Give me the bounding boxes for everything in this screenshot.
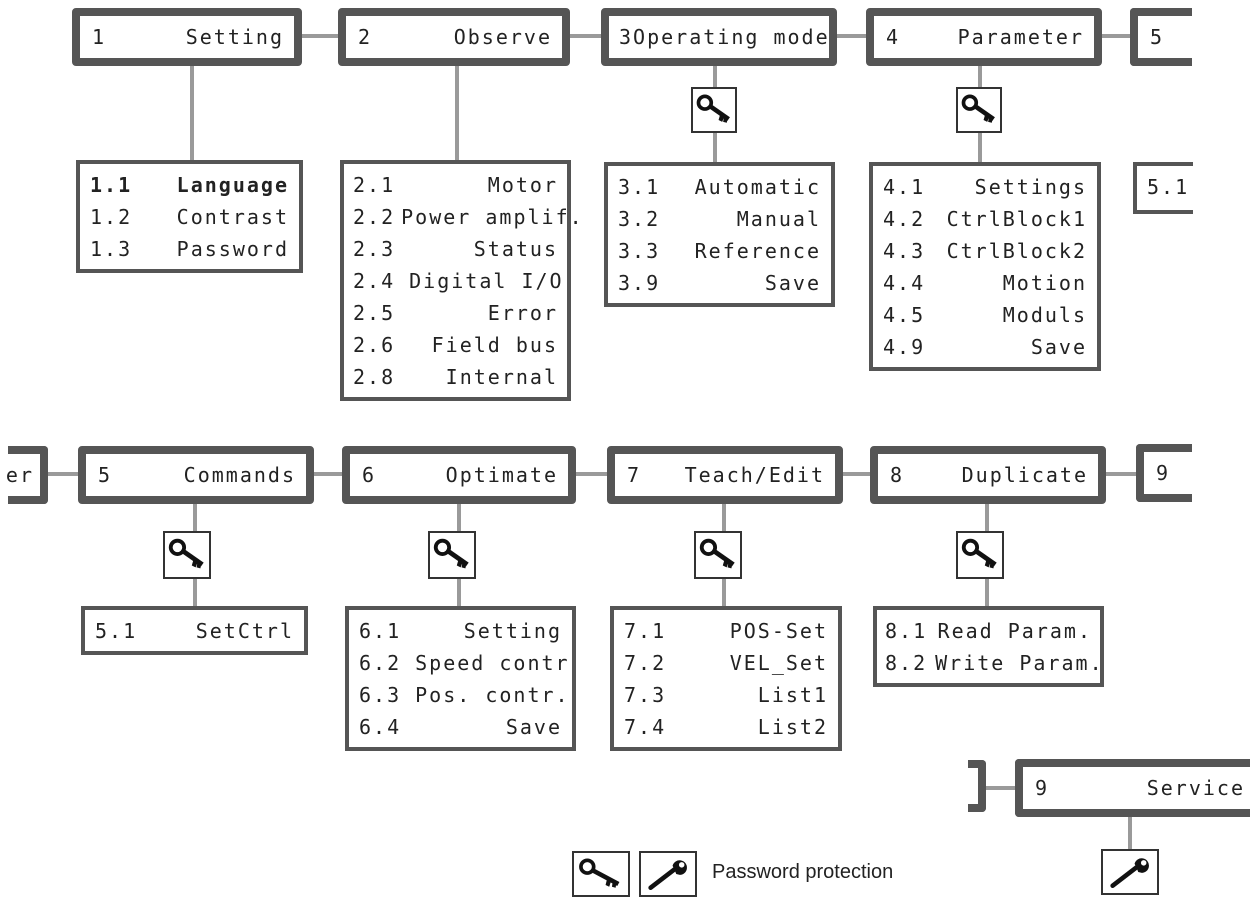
menu-9-title: Service: [1146, 776, 1245, 800]
menu-9-number: 9: [1035, 776, 1050, 800]
menu-8-title: Duplicate: [961, 463, 1088, 487]
key-icon: [163, 531, 211, 579]
menu-3-number: 3: [619, 25, 634, 49]
menu-5-header-partial[interactable]: 5: [1130, 8, 1192, 66]
menu-6-title: Optimate: [445, 463, 558, 487]
menu-5-header[interactable]: 5 Commands: [78, 446, 314, 504]
menu-9-header[interactable]: 9 Service: [1015, 759, 1250, 817]
key-icon: [956, 531, 1004, 579]
menu-5-partial-number: 5: [1150, 25, 1165, 49]
menu9-vline: [1128, 815, 1132, 850]
menu-5-number: 5: [98, 463, 113, 487]
menu-9-partial-number: 9: [1156, 461, 1171, 485]
menu-5-submenu-partial: 5.1: [1133, 162, 1193, 214]
key-icon: [691, 87, 737, 133]
wrench-icon: [1101, 849, 1159, 895]
menu-2-header[interactable]: 2 Observe: [338, 8, 570, 66]
menu-4-number: 4: [886, 25, 901, 49]
menu1-vline: [190, 62, 194, 162]
key-icon: [694, 531, 742, 579]
menu-3-title: Operating mode: [633, 25, 830, 49]
menu-6-number: 6: [362, 463, 377, 487]
menu-2-title: Observe: [453, 25, 552, 49]
row3-left-bracket: [968, 760, 986, 812]
menu-9-header-partial[interactable]: 9: [1136, 444, 1192, 502]
key-icon: [428, 531, 476, 579]
menu-7-number: 7: [627, 463, 642, 487]
key-icon: [956, 87, 1002, 133]
menu-2-number: 2: [358, 25, 373, 49]
menu-8-number: 8: [890, 463, 905, 487]
prev-menu-header-partial[interactable]: er: [5, 446, 48, 504]
menu-1-title: Setting: [185, 25, 284, 49]
row2-connector: [40, 472, 1140, 476]
menu-1-number: 1: [92, 25, 107, 49]
key-icon: [572, 851, 630, 897]
menu-7-header[interactable]: 7 Teach/Edit: [607, 446, 843, 504]
submenu-item[interactable]: 5.1: [1147, 175, 1190, 199]
menu2-vline: [455, 62, 459, 162]
legend-label: Password protection: [712, 861, 894, 883]
menu-8-header[interactable]: 8 Duplicate: [870, 446, 1106, 504]
menu-1-header[interactable]: 1 Setting: [72, 8, 302, 66]
menu-3-header[interactable]: 3 Operating mode: [601, 8, 837, 66]
menu-7-title: Teach/Edit: [684, 463, 825, 487]
menu-4-title: Parameter: [957, 25, 1084, 49]
row3-connector: [980, 786, 1020, 790]
menu-4-header[interactable]: 4 Parameter: [866, 8, 1102, 66]
menu-5-title: Commands: [183, 463, 296, 487]
wrench-icon: [639, 851, 697, 897]
menu-6-header[interactable]: 6 Optimate: [342, 446, 576, 504]
prev-menu-partial-title: er: [5, 463, 34, 487]
